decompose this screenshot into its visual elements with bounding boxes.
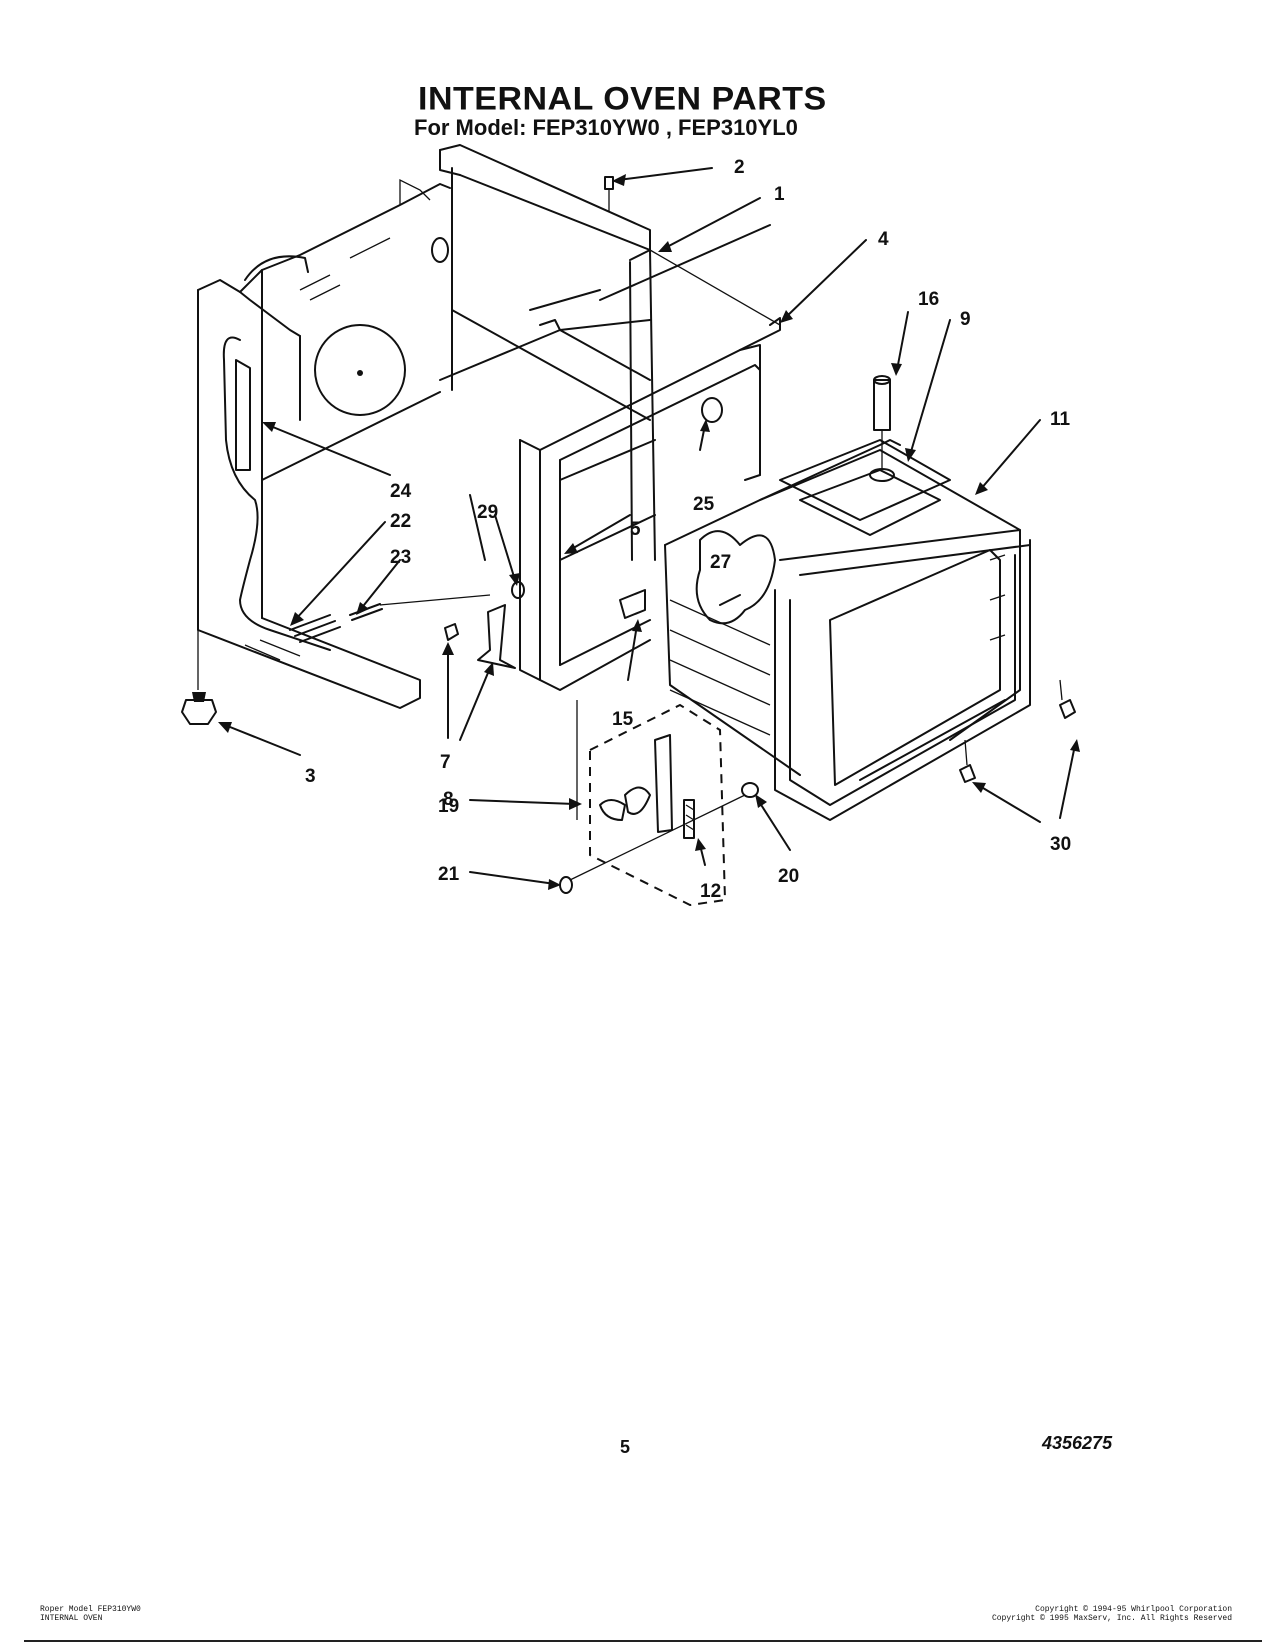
callout-8: 8 [443,789,454,810]
callout-9: 9 [960,309,971,330]
callout-19: 19 [438,796,459,817]
callout-4: 4 [878,229,889,250]
callout-12: 12 [700,881,721,902]
screw-part [604,176,614,212]
callout-1: 1 [774,184,785,205]
document-number: 4356275 [1042,1433,1113,1453]
model-subtitle: For Model: FEP310YW0 , FEP310YL0 [414,115,798,140]
page-number: 5 [620,1437,631,1457]
front-frame-part [519,317,781,691]
footer-copyright-2: Copyright © 1995 MaxServ, Inc. All Right… [991,1614,1232,1623]
oven-cavity-part [664,439,1031,821]
callout-15: 15 [612,709,634,730]
callout-20: 20 [778,866,799,887]
footer-rule [24,1640,1262,1642]
callout-leaders [218,167,1080,890]
vent-tube-part [869,375,895,482]
page-title: INTERNAL OVEN PARTS [418,80,827,118]
footer-section-line: INTERNAL OVEN [40,1614,103,1623]
footer-left: Roper Model FEP310YW0 INTERNAL OVEN [40,1605,141,1623]
callout-30: 30 [1050,834,1071,855]
footer-model-line: Roper Model FEP310YW0 [40,1605,141,1614]
wire-harness [222,336,331,661]
callout-labels: 2 1 4 16 9 11 25 5 27 29 22 23 24 3 7 8 … [305,157,1071,902]
callout-2: 2 [734,157,745,178]
fan-disc-icon [314,324,406,416]
callout-29: 29 [477,502,498,523]
callout-24: 24 [390,481,412,502]
callout-11: 11 [1050,409,1071,430]
callout-5: 5 [630,519,641,540]
callout-22: 22 [390,511,411,532]
footer-copyright-1: Copyright © 1994-95 Whirlpool Corporatio… [1035,1605,1232,1614]
callout-3: 3 [305,766,316,787]
callout-25: 25 [693,494,715,515]
callout-27: 27 [710,552,731,573]
footer-right: Copyright © 1994-95 Whirlpool Corporatio… [992,1605,1232,1623]
callout-21: 21 [438,864,460,885]
callout-23: 23 [390,547,411,568]
oven-frame-part [439,144,781,561]
leveling-leg-part [181,630,217,725]
callout-7: 7 [440,752,451,773]
rack-clip-part [959,679,1076,783]
door-latch-assembly [559,700,759,907]
oven-side-panel [197,178,451,709]
callout-16: 16 [918,289,939,310]
